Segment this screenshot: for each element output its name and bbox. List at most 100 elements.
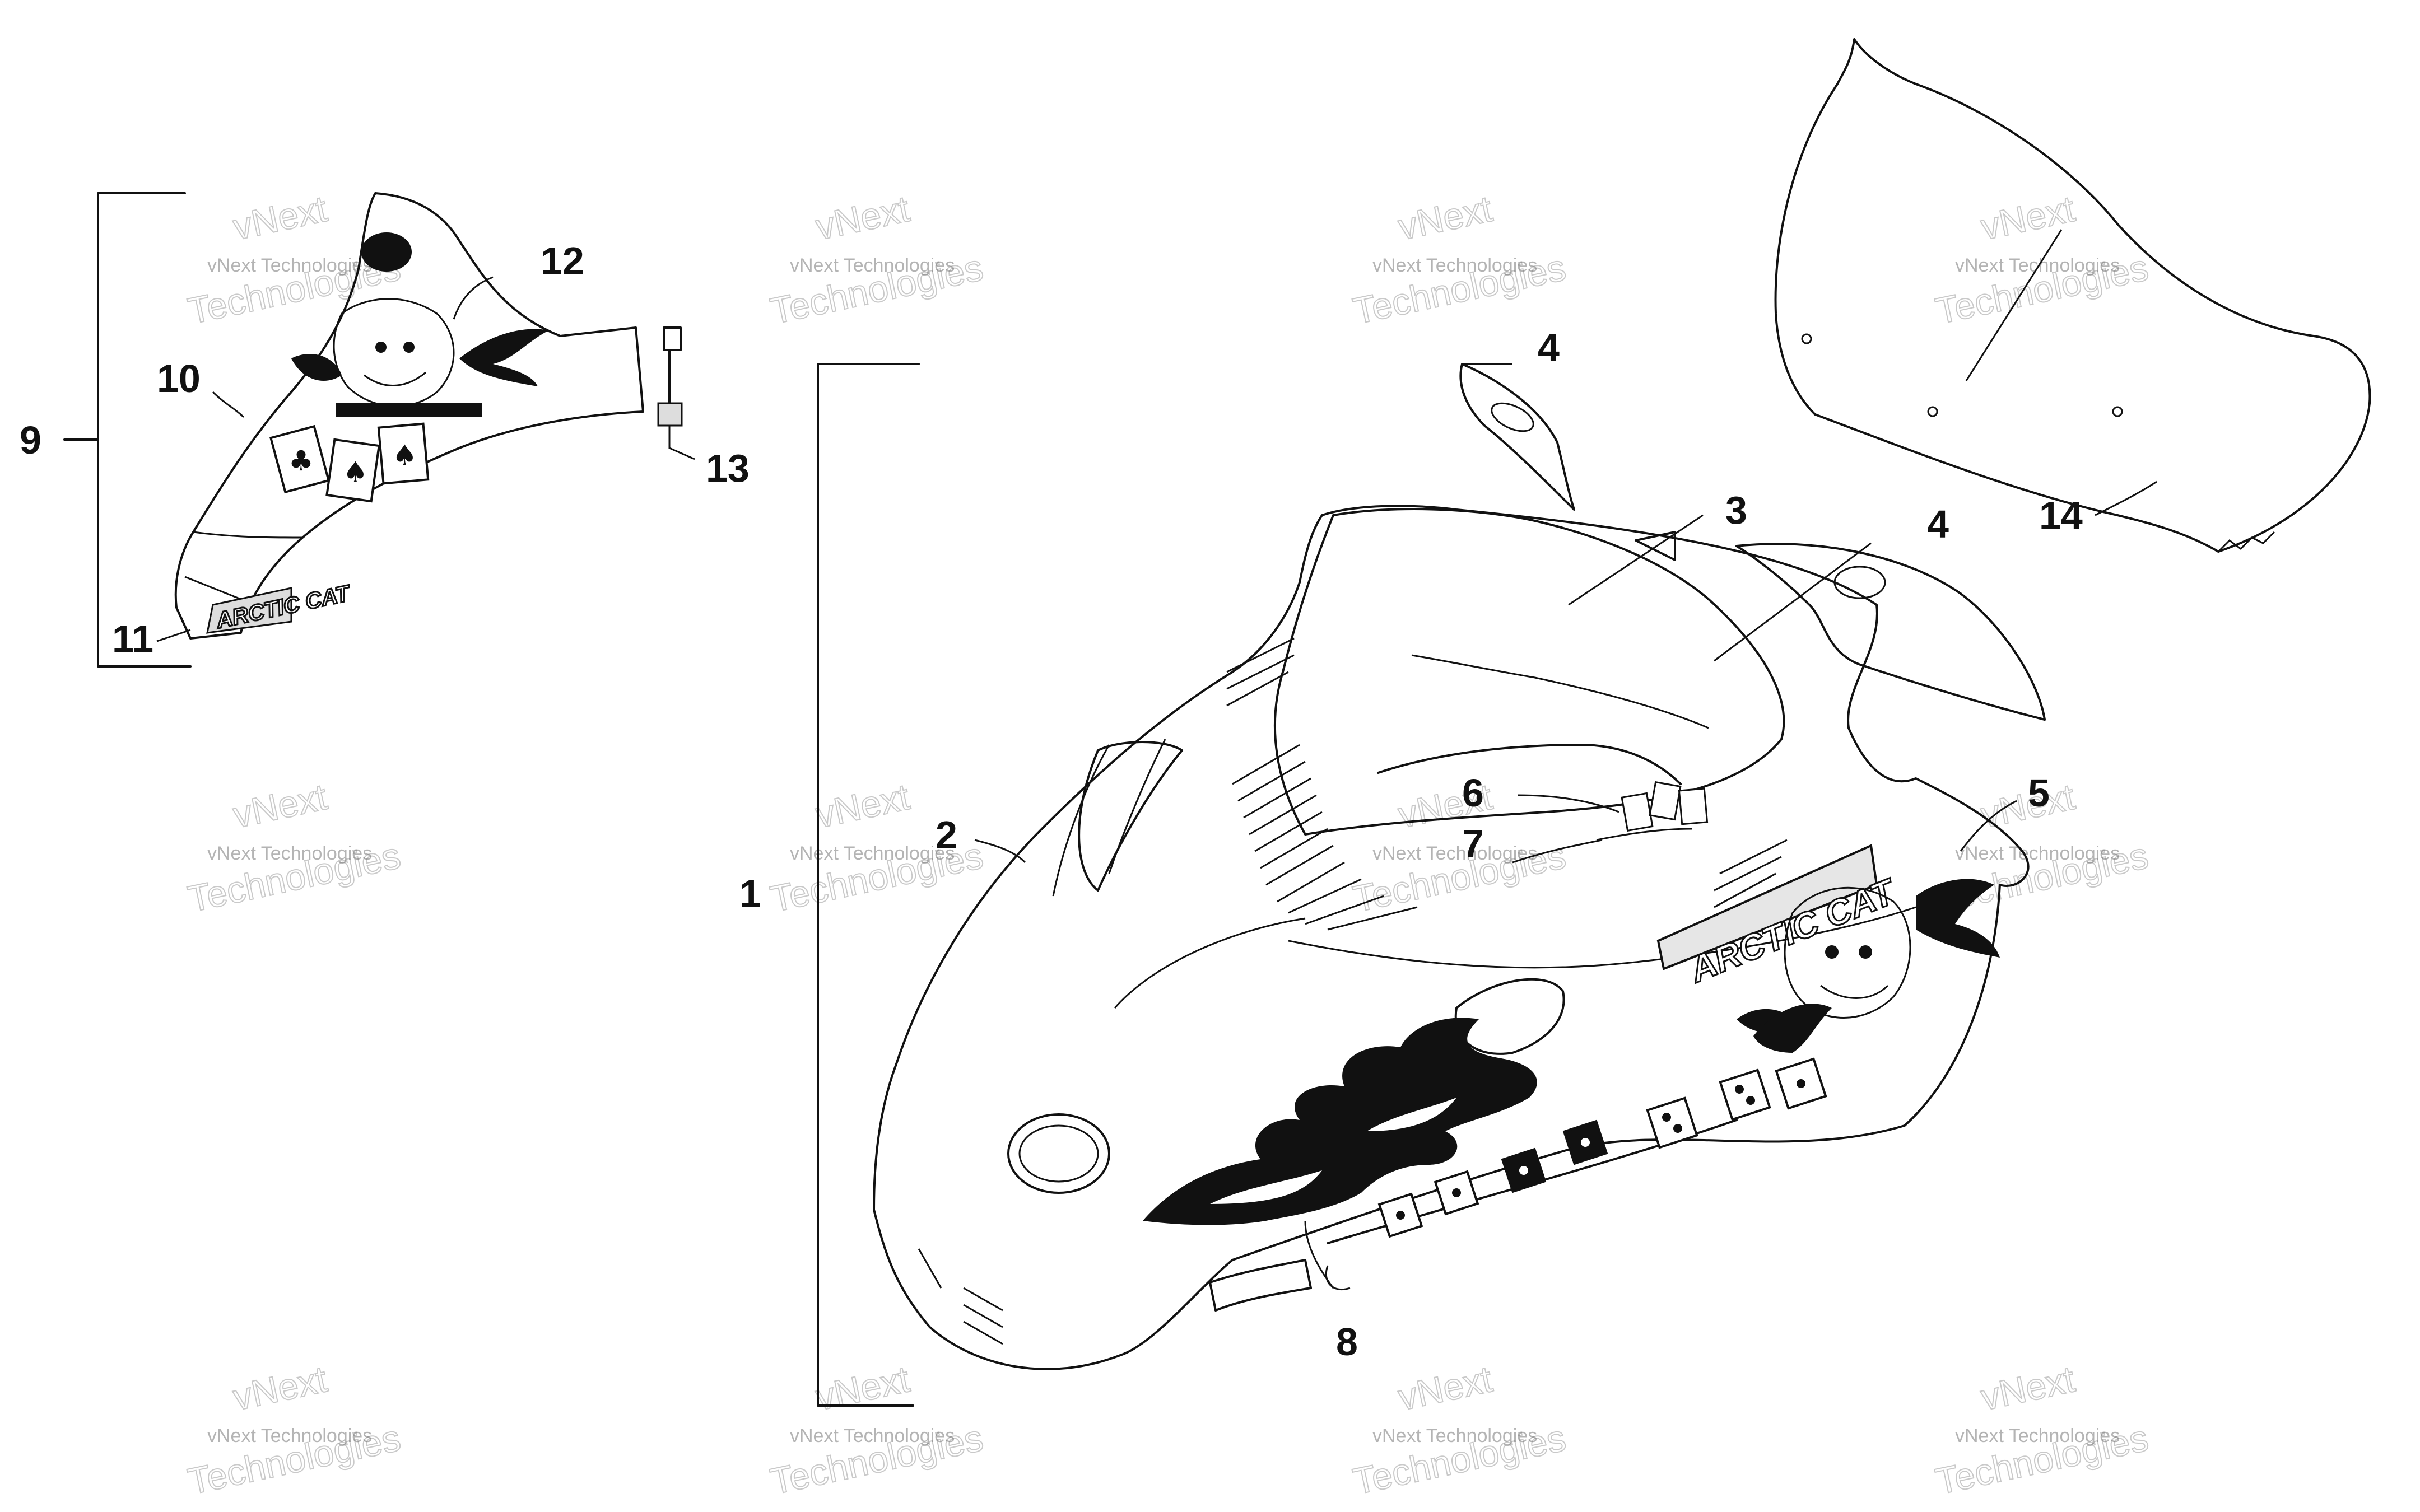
leader-4b: [1714, 542, 1872, 662]
hood-ridge-mid: [1114, 917, 1306, 1009]
flame-decal: [1143, 1018, 1537, 1225]
svg-text:vNext Technologies: vNext Technologies: [1372, 1425, 1537, 1446]
svg-text:vNext: vNext: [1977, 188, 2078, 248]
leader-13: [668, 426, 695, 460]
cockpit-cards: [1596, 781, 1709, 841]
bracket-1: [817, 363, 920, 1407]
label-7: 7: [1462, 822, 1484, 865]
svg-text:ARCTIC CAT: ARCTIC CAT: [213, 581, 353, 633]
hood-outline: [873, 505, 2030, 1370]
svg-text:vNext: vNext: [1394, 1358, 1495, 1418]
leader-12: [453, 276, 494, 320]
windshield-outline: [1774, 38, 2371, 553]
hood-ridge-left: [1052, 744, 1110, 897]
decal-4b: [1735, 543, 2046, 721]
svg-text:vNext: vNext: [1394, 188, 1495, 248]
label-6: 6: [1462, 771, 1484, 815]
label-5: 5: [2028, 771, 2050, 815]
watermark: vNext Technologies vNext Technologies: [1932, 1357, 2152, 1502]
hood-side-line: [1288, 906, 1916, 969]
svg-text:vNext: vNext: [229, 188, 330, 248]
skirt-vent: [1209, 1259, 1312, 1312]
leader-3: [1568, 514, 1704, 606]
svg-text:vNext Technologies: vNext Technologies: [790, 255, 955, 276]
label-14: 14: [2039, 494, 2083, 538]
label-13: 13: [706, 446, 750, 490]
headlight: [1007, 1113, 1110, 1194]
svg-text:vNext: vNext: [1977, 1358, 2078, 1418]
side-vents: [1226, 637, 1788, 931]
joker-decal-small: [291, 232, 549, 417]
svg-text:vNext Technologies: vNext Technologies: [207, 843, 372, 864]
cockpit-frame: [1273, 508, 1785, 836]
svg-text:♠: ♠: [392, 439, 417, 472]
label-10: 10: [157, 357, 201, 400]
label-1: 1: [739, 872, 761, 916]
svg-text:vNext Technologies: vNext Technologies: [790, 1425, 955, 1446]
leader-8: [1304, 1220, 1334, 1289]
leader-10: [212, 391, 245, 418]
playing-cards-small: ♣ ♠ ♠: [269, 422, 430, 503]
label-2: 2: [936, 813, 957, 857]
leader-7: [1512, 839, 1603, 864]
svg-text:vNext: vNext: [229, 776, 330, 836]
watermark: vNext Technologies vNext Technologies: [1349, 775, 1570, 920]
label-4-right: 4: [1927, 502, 1949, 546]
headlight-inner: [1018, 1124, 1099, 1183]
svg-text:vNext: vNext: [229, 1358, 330, 1418]
leader-2: [974, 839, 1026, 864]
svg-text:vNext Technologies: vNext Technologies: [1372, 843, 1537, 864]
nose-vents: [918, 1248, 1003, 1345]
svg-text:vNext Technologies: vNext Technologies: [207, 1425, 372, 1446]
watermark: vNext Technologies vNext Technologies: [1932, 187, 2152, 332]
leader-11: [156, 629, 191, 642]
svg-text:vNext Technologies: vNext Technologies: [1955, 843, 2120, 864]
cockpit-opening: [1377, 744, 1682, 785]
leader-6: [1518, 794, 1619, 813]
watermark: vNext Technologies vNext Technologies: [184, 1357, 404, 1502]
hood-vent-slot: [1078, 741, 1183, 892]
label-4-upper: 4: [1538, 326, 1560, 370]
hood-hump: [1454, 978, 1565, 1055]
tab-13-top: [663, 326, 682, 351]
part-labels: 1 2 3 4 4 5 6 7 8 9 10 11 12 13 14: [20, 239, 2083, 1364]
label-11: 11: [112, 617, 153, 661]
svg-text:♠: ♠: [343, 456, 368, 488]
watermark: vNext Technologies vNext Technologies: [184, 775, 404, 920]
svg-text:vNext Technologies: vNext Technologies: [1955, 1425, 2120, 1446]
windshield-edge: [2217, 531, 2275, 553]
svg-text:vNext: vNext: [812, 776, 913, 836]
watermark: vNext Technologies vNext Technologies: [1349, 187, 1570, 332]
panel-crease-lower: [184, 576, 241, 600]
windshield-14: [1774, 38, 2371, 553]
svg-text:vNext Technologies: vNext Technologies: [1955, 255, 2120, 276]
panel-assembly-9: ♣ ♠ ♠ ARCTIC CAT: [63, 192, 695, 668]
tab-13-pad: [657, 402, 683, 427]
label-8: 8: [1336, 1320, 1358, 1364]
watermark: vNext Technologies vNext Technologies: [766, 187, 987, 332]
panel-crease: [193, 531, 303, 539]
leader-5: [1960, 800, 2017, 852]
watermark: vNext Technologies vNext Technologies: [1349, 1357, 1570, 1502]
watermark: vNext Technologies vNext Technologies: [766, 1357, 987, 1502]
cockpit-crease: [1411, 654, 1709, 729]
label-9: 9: [20, 418, 41, 462]
brand-decal-small: ARCTIC CAT: [206, 580, 354, 634]
windshield-highlight: [1965, 229, 2063, 381]
decal-4a: [1459, 363, 1575, 511]
dice-decal: [1327, 1004, 1832, 1244]
leader-14: [2095, 480, 2157, 516]
svg-text:vNext: vNext: [812, 188, 913, 248]
label-3: 3: [1725, 488, 1747, 532]
svg-text:vNext Technologies: vNext Technologies: [790, 843, 955, 864]
svg-text:♣: ♣: [288, 445, 314, 477]
watermark-layer: vNext Technologies vNext Technologies vN…: [184, 187, 2152, 1502]
brand-decal-hood: ARCTIC CAT: [1656, 844, 1903, 991]
decal-3: [1635, 531, 1676, 561]
svg-text:vNext: vNext: [812, 1358, 913, 1418]
hood-ridge-left2: [1108, 739, 1166, 874]
svg-text:vNext Technologies: vNext Technologies: [207, 255, 372, 276]
bracket-9: [97, 192, 192, 668]
label-12: 12: [541, 239, 584, 283]
